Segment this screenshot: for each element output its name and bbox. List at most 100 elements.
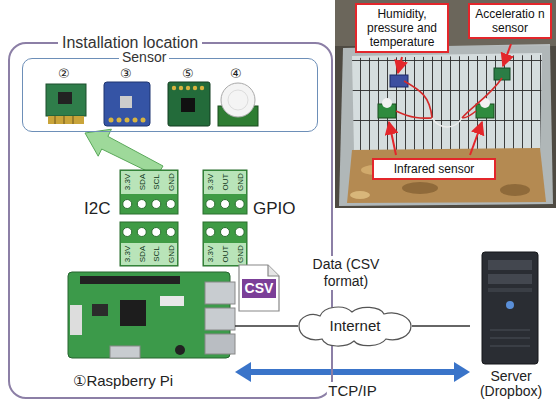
photo	[404, 81, 432, 118]
photo-callout-box: Humidity, pressure and temperature	[355, 3, 449, 53]
pin-name: 3.3V	[206, 174, 215, 190]
group-heading: Installation location	[58, 33, 202, 52]
i2c-connector	[152, 200, 161, 209]
i2c-connector	[123, 200, 132, 209]
sensor-module	[179, 86, 183, 90]
i2c-connector	[121, 171, 177, 194]
photo	[503, 44, 511, 66]
node-text: CSV	[242, 279, 277, 298]
csv-file-icon: CSV	[238, 264, 280, 312]
photo	[398, 57, 402, 73]
raspberry-pi-illustration	[70, 305, 82, 335]
photo	[470, 122, 482, 155]
wiring-arrow	[85, 129, 163, 176]
photo	[352, 55, 542, 152]
i2c-connector	[137, 228, 146, 237]
i2c-connector	[137, 200, 146, 209]
sensor-module	[117, 118, 122, 123]
sensor-module	[186, 86, 190, 90]
node-text: ①Raspberry Pi	[73, 372, 173, 390]
server-tower	[490, 345, 530, 347]
pin-name: OUT	[221, 174, 230, 191]
document-outline	[239, 265, 279, 311]
photo-callout-box: Infrared sensor	[372, 158, 496, 180]
gpio-connector	[204, 243, 246, 265]
sensor-module	[46, 84, 86, 116]
server-tower	[488, 260, 532, 270]
data-note: Data (CSV format)	[300, 256, 392, 290]
i2c-connector	[120, 222, 178, 266]
network-line	[412, 325, 470, 327]
i2c-connector	[120, 170, 178, 266]
raspberry-pi-illustration	[110, 346, 140, 358]
photo	[432, 118, 462, 127]
pin-name: 3.3V	[206, 246, 215, 262]
raspberry-pi-illustration	[68, 272, 235, 358]
sensor-module	[58, 92, 72, 104]
photo	[402, 182, 438, 194]
sensor-module	[120, 96, 132, 108]
photo	[339, 44, 553, 206]
server-tower	[482, 252, 538, 364]
photo	[382, 98, 392, 108]
photo	[389, 122, 396, 155]
edge-label: TCP/IP	[326, 382, 378, 399]
sensor-module	[133, 118, 138, 123]
raspberry-pi-illustration	[205, 308, 235, 330]
photo	[462, 78, 502, 118]
sensor-module	[125, 118, 130, 123]
i2c-connector	[166, 228, 175, 237]
gpio-connector	[221, 228, 230, 237]
callout-number: ③	[120, 66, 132, 81]
photo	[352, 53, 542, 152]
tcp-ip-arrow	[245, 369, 460, 375]
gpio-connector	[203, 170, 247, 266]
server-tower	[488, 274, 532, 284]
sensor-module	[172, 86, 176, 90]
sensor-module	[141, 118, 146, 123]
wiring-arrow	[85, 129, 163, 176]
photo	[347, 148, 546, 203]
pin-name: SCL	[152, 246, 161, 262]
installation-location-box: SensorCSV①Raspberry PiInstallation locat…	[8, 42, 333, 399]
bus-name: I2C	[84, 199, 110, 219]
raspberry-pi-illustration	[92, 304, 108, 316]
node-text: Humidity, pressure and temperature	[361, 7, 443, 49]
sensor-module	[193, 86, 197, 90]
sensor-module	[168, 82, 210, 126]
sensor-module	[64, 116, 65, 124]
server-tower	[482, 252, 538, 364]
sensor-module	[181, 98, 195, 112]
server-tower	[490, 337, 530, 339]
sensor-module	[104, 82, 150, 126]
gpio-connector	[235, 228, 244, 237]
gpio-connector	[206, 228, 215, 237]
gpio-connector	[203, 222, 247, 266]
photo	[396, 111, 432, 118]
server-computer: Server (Dropbox)	[470, 250, 552, 400]
cloud-outline	[299, 307, 411, 346]
i2c-connector	[152, 228, 161, 237]
photo	[335, 0, 556, 208]
server-tower	[506, 301, 514, 309]
pin-name: GND	[166, 245, 175, 263]
sensor-module	[46, 82, 258, 126]
bus-name: GPIO	[253, 199, 296, 219]
pin-name: SDA	[137, 246, 146, 262]
pin-name: 3.3V	[123, 246, 132, 262]
i2c-connector	[120, 170, 178, 214]
callout-number: ④	[230, 66, 242, 81]
server-tower	[490, 329, 530, 331]
photo	[462, 111, 476, 118]
raspberry-pi-illustration	[120, 300, 146, 326]
gpio-connector	[204, 171, 246, 194]
document-fold	[268, 265, 279, 276]
i2c-connector	[123, 228, 132, 237]
pin-name: SDA	[137, 174, 146, 190]
node-text: Infrared sensor	[378, 162, 490, 176]
sensor-module	[48, 116, 84, 124]
pin-name: GND	[235, 173, 244, 191]
raspberry-pi-illustration	[175, 345, 185, 355]
gpio-connector	[221, 200, 230, 209]
sensor-module	[200, 86, 204, 90]
